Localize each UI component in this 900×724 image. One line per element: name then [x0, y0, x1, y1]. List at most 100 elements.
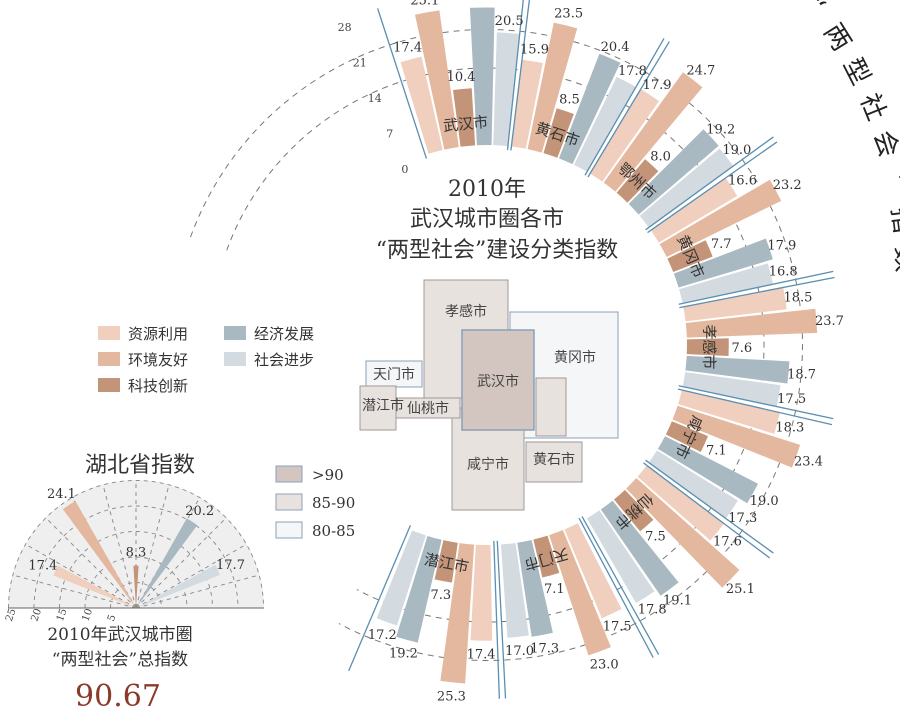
scale-label: 21	[353, 57, 367, 70]
center-title-line2: 武汉城市圈各市	[410, 207, 564, 232]
bar-label: 7.5	[645, 529, 666, 544]
bar-label: 18.7	[787, 368, 816, 383]
map-label-xianning: 咸宁市	[467, 456, 509, 473]
map-legend-label: >90	[312, 466, 344, 484]
separator	[376, 8, 428, 159]
bar-5-1	[672, 405, 801, 468]
bar-label: 17.9	[643, 78, 672, 93]
province-spoke	[135, 574, 260, 609]
legend-swatch-sci	[98, 378, 120, 392]
separator	[581, 516, 660, 655]
map-region-huangshi	[525, 441, 583, 483]
bar-6-4	[587, 510, 655, 603]
province-bar-soc	[136, 564, 220, 608]
vertical-title-char: 型	[837, 53, 876, 90]
bar-label: 17.2	[368, 628, 397, 643]
province-bar-label: 17.7	[216, 558, 245, 573]
bar-7-0	[564, 523, 622, 619]
bar-label: 19.2	[706, 123, 735, 138]
bar-4-3	[685, 355, 790, 384]
separator	[506, 0, 524, 151]
bar-label: 15.9	[520, 42, 549, 57]
map-label-qianjiang: 潜江市	[362, 397, 404, 414]
bar-4-4	[682, 372, 781, 407]
province-bar-env	[62, 501, 136, 608]
bar-0-2	[452, 88, 476, 147]
vertical-title-char: ”	[879, 172, 900, 191]
bar-label: 18.5	[783, 290, 812, 305]
bar-label: 19.2	[389, 646, 418, 661]
bar-label: 7.7	[711, 237, 732, 252]
map-region-ezhou	[535, 377, 567, 437]
total-caption-line2: “两型社会”总指数	[52, 650, 188, 670]
bar-label: 7.1	[706, 444, 727, 459]
bar-5-2	[665, 421, 709, 453]
bar-1-3	[558, 53, 621, 165]
bar-8-4	[376, 530, 426, 626]
map-legend-label: 80-85	[312, 522, 355, 540]
bar-2-4	[639, 148, 734, 228]
bar-7-2	[533, 535, 560, 578]
scale-label: 14	[368, 92, 382, 105]
bar-6-3	[600, 500, 679, 596]
bar-5-0	[678, 389, 780, 434]
bar-label: 17.4	[393, 41, 422, 56]
bar-5-4	[648, 450, 738, 519]
radial-bars	[376, 7, 818, 684]
vertical-title-char: “	[799, 0, 831, 20]
bar-8-2	[434, 540, 458, 583]
bar-label: 17.8	[638, 602, 667, 617]
bar-1-2	[543, 108, 574, 158]
bar-8-1	[440, 543, 475, 684]
province-spoke	[135, 484, 170, 609]
separator	[647, 141, 778, 234]
bar-0-4	[493, 32, 520, 147]
bar-label: 8.5	[559, 93, 580, 108]
legend-label-env: 环境友好	[128, 351, 188, 369]
bar-7-4	[500, 542, 529, 638]
province-spoke	[135, 543, 248, 609]
province-spoke	[135, 517, 227, 609]
separator	[587, 41, 670, 178]
bar-label: 16.8	[769, 265, 798, 280]
region-map: 孝感市 黄冈市 武汉市 天门市 潜江市 仙桃市 咸宁市 黄石市	[359, 279, 619, 511]
bar-0-3	[469, 7, 495, 146]
scale-ring-21	[190, 29, 803, 661]
bar-label: 25.1	[410, 0, 439, 8]
bar-label: 23.7	[815, 314, 844, 329]
separator	[645, 136, 774, 231]
bar-8-0	[470, 544, 493, 641]
province-ring	[8, 480, 264, 609]
bar-0-1	[414, 10, 459, 150]
bar-label: 17.3	[728, 511, 757, 526]
bar-6-1	[626, 478, 740, 588]
map-legend-swatch	[275, 465, 303, 483]
bar-7-3	[517, 539, 553, 637]
province-spoke	[102, 484, 137, 609]
bar-label: 19.1	[663, 594, 692, 609]
total-caption-line1: 2010年武汉城市圈	[47, 625, 192, 645]
separator	[578, 517, 654, 658]
bar-1-1	[527, 22, 578, 153]
separator	[493, 540, 501, 699]
bar-6-0	[637, 465, 725, 541]
center-title-line1: 2010年	[448, 177, 526, 202]
province-spoke	[24, 543, 137, 609]
map-region-wuhan	[461, 329, 535, 431]
legend-label-res: 资源利用	[128, 325, 188, 343]
separator	[678, 270, 834, 305]
legend-label-soc: 社会进步	[254, 351, 314, 369]
center-title: 2010年 武汉城市圈各市 “两型社会”建设分类指数	[376, 177, 619, 263]
legend-label-eco: 经济发展	[254, 325, 314, 343]
bar-label: 24.7	[686, 63, 715, 78]
separator	[643, 462, 771, 559]
legend-swatch-env	[98, 352, 120, 366]
map-legend-swatch	[275, 521, 303, 539]
bar-2-1	[603, 72, 703, 192]
map-region-qianjiang	[359, 385, 397, 431]
province-tick: 15	[55, 607, 70, 623]
bar-label: 19.0	[722, 143, 751, 158]
legend-swatch-eco	[224, 326, 246, 340]
